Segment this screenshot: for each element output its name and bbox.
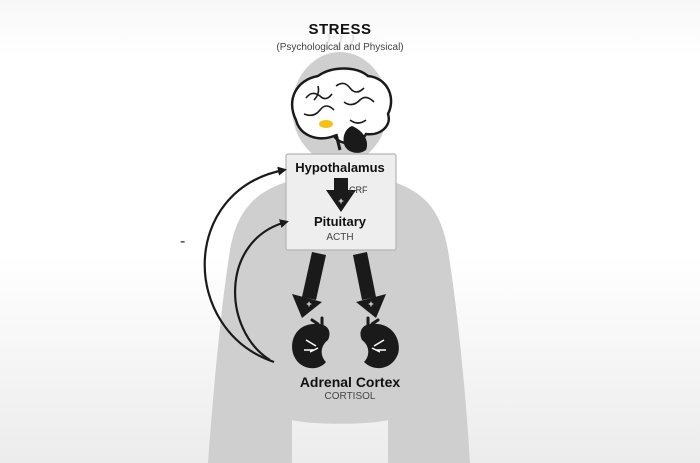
stress-title: STRESS — [308, 21, 372, 38]
crf-hormone-label: CRF — [349, 185, 368, 195]
stress-subtitle: (Psychological and Physical) — [276, 42, 404, 53]
cortisol-hormone-label: CORTISOL — [324, 391, 376, 402]
acth-hormone-label: ACTH — [326, 232, 354, 243]
feedback-arrow-to-hypothalamus — [203, 166, 287, 364]
acth-arrow-right: + — [353, 252, 386, 318]
acth-arrow-left: + — [292, 252, 326, 318]
adrenal-gland-right-icon — [360, 316, 399, 369]
stress-wave-marks — [325, 33, 355, 51]
brain-icon — [290, 67, 393, 153]
positive-sign-acth-right: + — [368, 299, 373, 309]
feedback-arrow-to-pituitary — [233, 219, 289, 361]
hypothalamus-highlight — [319, 120, 333, 128]
pituitary-label: Pituitary — [313, 214, 366, 229]
adrenal-cortex-label: Adrenal Cortex — [299, 374, 401, 390]
adrenal-gland-left-icon — [292, 316, 330, 369]
crf-arrow: + — [326, 178, 356, 212]
hypothalamus-label: Hypothalamus — [295, 160, 385, 175]
positive-sign-crf: + — [338, 196, 343, 206]
negative-feedback-sign: - — [180, 233, 186, 250]
positive-sign-acth-left: + — [306, 299, 311, 309]
